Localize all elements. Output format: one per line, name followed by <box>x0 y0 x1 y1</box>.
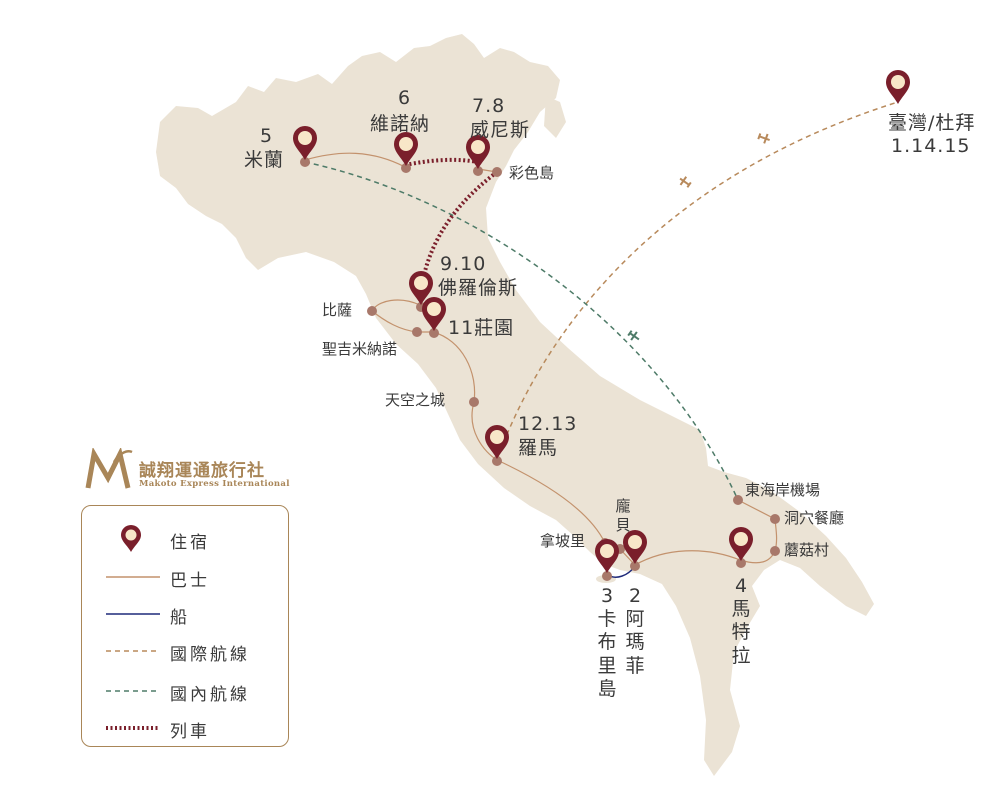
label-alberobello: 蘑菇村 <box>784 541 830 559</box>
stop-dot-civita <box>469 397 479 407</box>
label-florence-name: 佛羅倫斯 <box>438 277 519 299</box>
bus-route-north <box>304 152 406 168</box>
label-capri-char: 卡 <box>597 608 617 631</box>
label-airport: 東海岸機場 <box>745 481 821 499</box>
label-civita: 天空之城 <box>385 391 446 409</box>
label-burano: 彩色島 <box>509 164 555 182</box>
label-amalfi-char: 瑪 <box>625 631 645 654</box>
stop-dot-rome <box>492 456 502 466</box>
train-route-verona-venice <box>404 157 479 167</box>
label-capri: 3 卡 布 里 島 <box>596 585 618 701</box>
legend-label-boat: 船 <box>170 608 190 628</box>
bus-route-south <box>496 459 778 566</box>
pin-taiwan <box>886 70 910 104</box>
international-flight-route <box>496 101 899 461</box>
stop-dot-burano <box>492 167 502 177</box>
stop-dot-alberobello <box>770 546 780 556</box>
stay-pin-icon <box>121 525 141 552</box>
label-venice-name: 威尼斯 <box>470 119 531 141</box>
stop-dot-airport <box>733 495 743 505</box>
stop-dot-matera <box>736 558 746 568</box>
label-amalfi-num: 2 <box>628 585 642 607</box>
label-milan-name: 米蘭 <box>244 149 285 171</box>
stop-dot-cave-restaurant <box>770 514 780 524</box>
train-routes <box>404 157 499 301</box>
label-pompeii-char: 貝 <box>615 515 631 534</box>
label-matera-char: 特 <box>731 621 751 644</box>
label-capri-num: 3 <box>600 585 614 607</box>
legend: 住宿 巴士 船 國際航線 國內航線 <box>81 505 289 747</box>
boat-line-icon <box>106 613 160 615</box>
train-route-venice-florence <box>418 170 499 301</box>
label-amalfi: 2 阿 瑪 菲 <box>624 585 646 678</box>
label-pompeii-char: 龐 <box>615 497 631 515</box>
label-verona-num: 6 <box>398 87 412 109</box>
stop-dot-san-gimignano <box>412 327 422 337</box>
label-matera-char: 馬 <box>731 598 751 621</box>
legend-row-stay: 住宿 <box>82 524 288 554</box>
label-rome-name: 羅馬 <box>518 437 559 459</box>
brand-subtitle: Makoto Express International <box>139 479 290 489</box>
stop-dot-milan <box>300 157 310 167</box>
legend-row-domestic-flight: 國內航線 <box>82 676 288 706</box>
label-matera: 4 馬 特 拉 <box>730 575 752 668</box>
legend-label-bus: 巴士 <box>170 571 210 591</box>
legend-row-intl-flight: 國際航線 <box>82 636 288 666</box>
international-flight-plane-icon <box>757 133 770 144</box>
label-milan-num: 5 <box>260 125 274 147</box>
stop-dot-venice <box>473 166 483 176</box>
bus-line-icon <box>106 576 160 578</box>
label-matera-num: 4 <box>734 575 748 597</box>
legend-label-train: 列車 <box>170 722 210 742</box>
label-capri-char: 島 <box>597 677 617 700</box>
label-florence-num: 9.10 <box>440 253 487 275</box>
label-verona-name: 維諾納 <box>370 113 431 135</box>
italy-landmass <box>156 34 874 776</box>
label-matera-char: 拉 <box>731 644 751 667</box>
label-taiwan-name: 臺灣/杜拜 <box>888 112 976 134</box>
label-rome-num: 12.13 <box>518 413 578 435</box>
label-amalfi-char: 阿 <box>625 608 645 631</box>
istria-landmass <box>544 96 566 138</box>
train-line-icon <box>106 726 160 730</box>
legend-row-boat: 船 <box>82 599 288 629</box>
domestic-flight-line-icon <box>106 690 160 692</box>
legend-label-stay: 住宿 <box>170 533 210 553</box>
label-cave-restaurant: 洞穴餐廳 <box>784 509 845 527</box>
brand-name: 誠翔運通旅行社 <box>139 461 265 481</box>
international-flight-plane-icon <box>679 176 692 188</box>
intl-flight-line-icon <box>106 650 160 652</box>
stop-dot-pisa <box>367 306 377 316</box>
label-pisa: 比薩 <box>322 301 353 319</box>
label-san-gimignano: 聖吉米納諾 <box>322 340 398 358</box>
label-taiwan-dates: 1.14.15 <box>891 135 971 157</box>
brand-m-icon <box>85 448 133 489</box>
label-naples: 拿坡里 <box>540 532 586 550</box>
label-capri-char: 布 <box>597 631 617 654</box>
domestic-flight-plane-icon <box>627 330 640 341</box>
label-estate: 11莊園 <box>448 317 515 339</box>
label-pompeii: 龐 貝 <box>614 497 632 535</box>
domestic-flight-route <box>304 161 739 501</box>
stop-dot-capri <box>602 571 612 581</box>
stop-dot-amalfi <box>630 561 640 571</box>
stop-dot-verona <box>401 163 411 173</box>
label-venice-num: 7.8 <box>472 95 506 117</box>
label-capri-char: 里 <box>597 654 617 677</box>
legend-row-train: 列車 <box>82 713 288 743</box>
stop-dot-estate <box>429 328 439 338</box>
legend-label-intl-flight: 國際航線 <box>170 645 250 665</box>
label-amalfi-char: 菲 <box>625 654 645 677</box>
legend-row-bus: 巴士 <box>82 562 288 592</box>
legend-label-domestic-flight: 國內航線 <box>170 685 250 705</box>
